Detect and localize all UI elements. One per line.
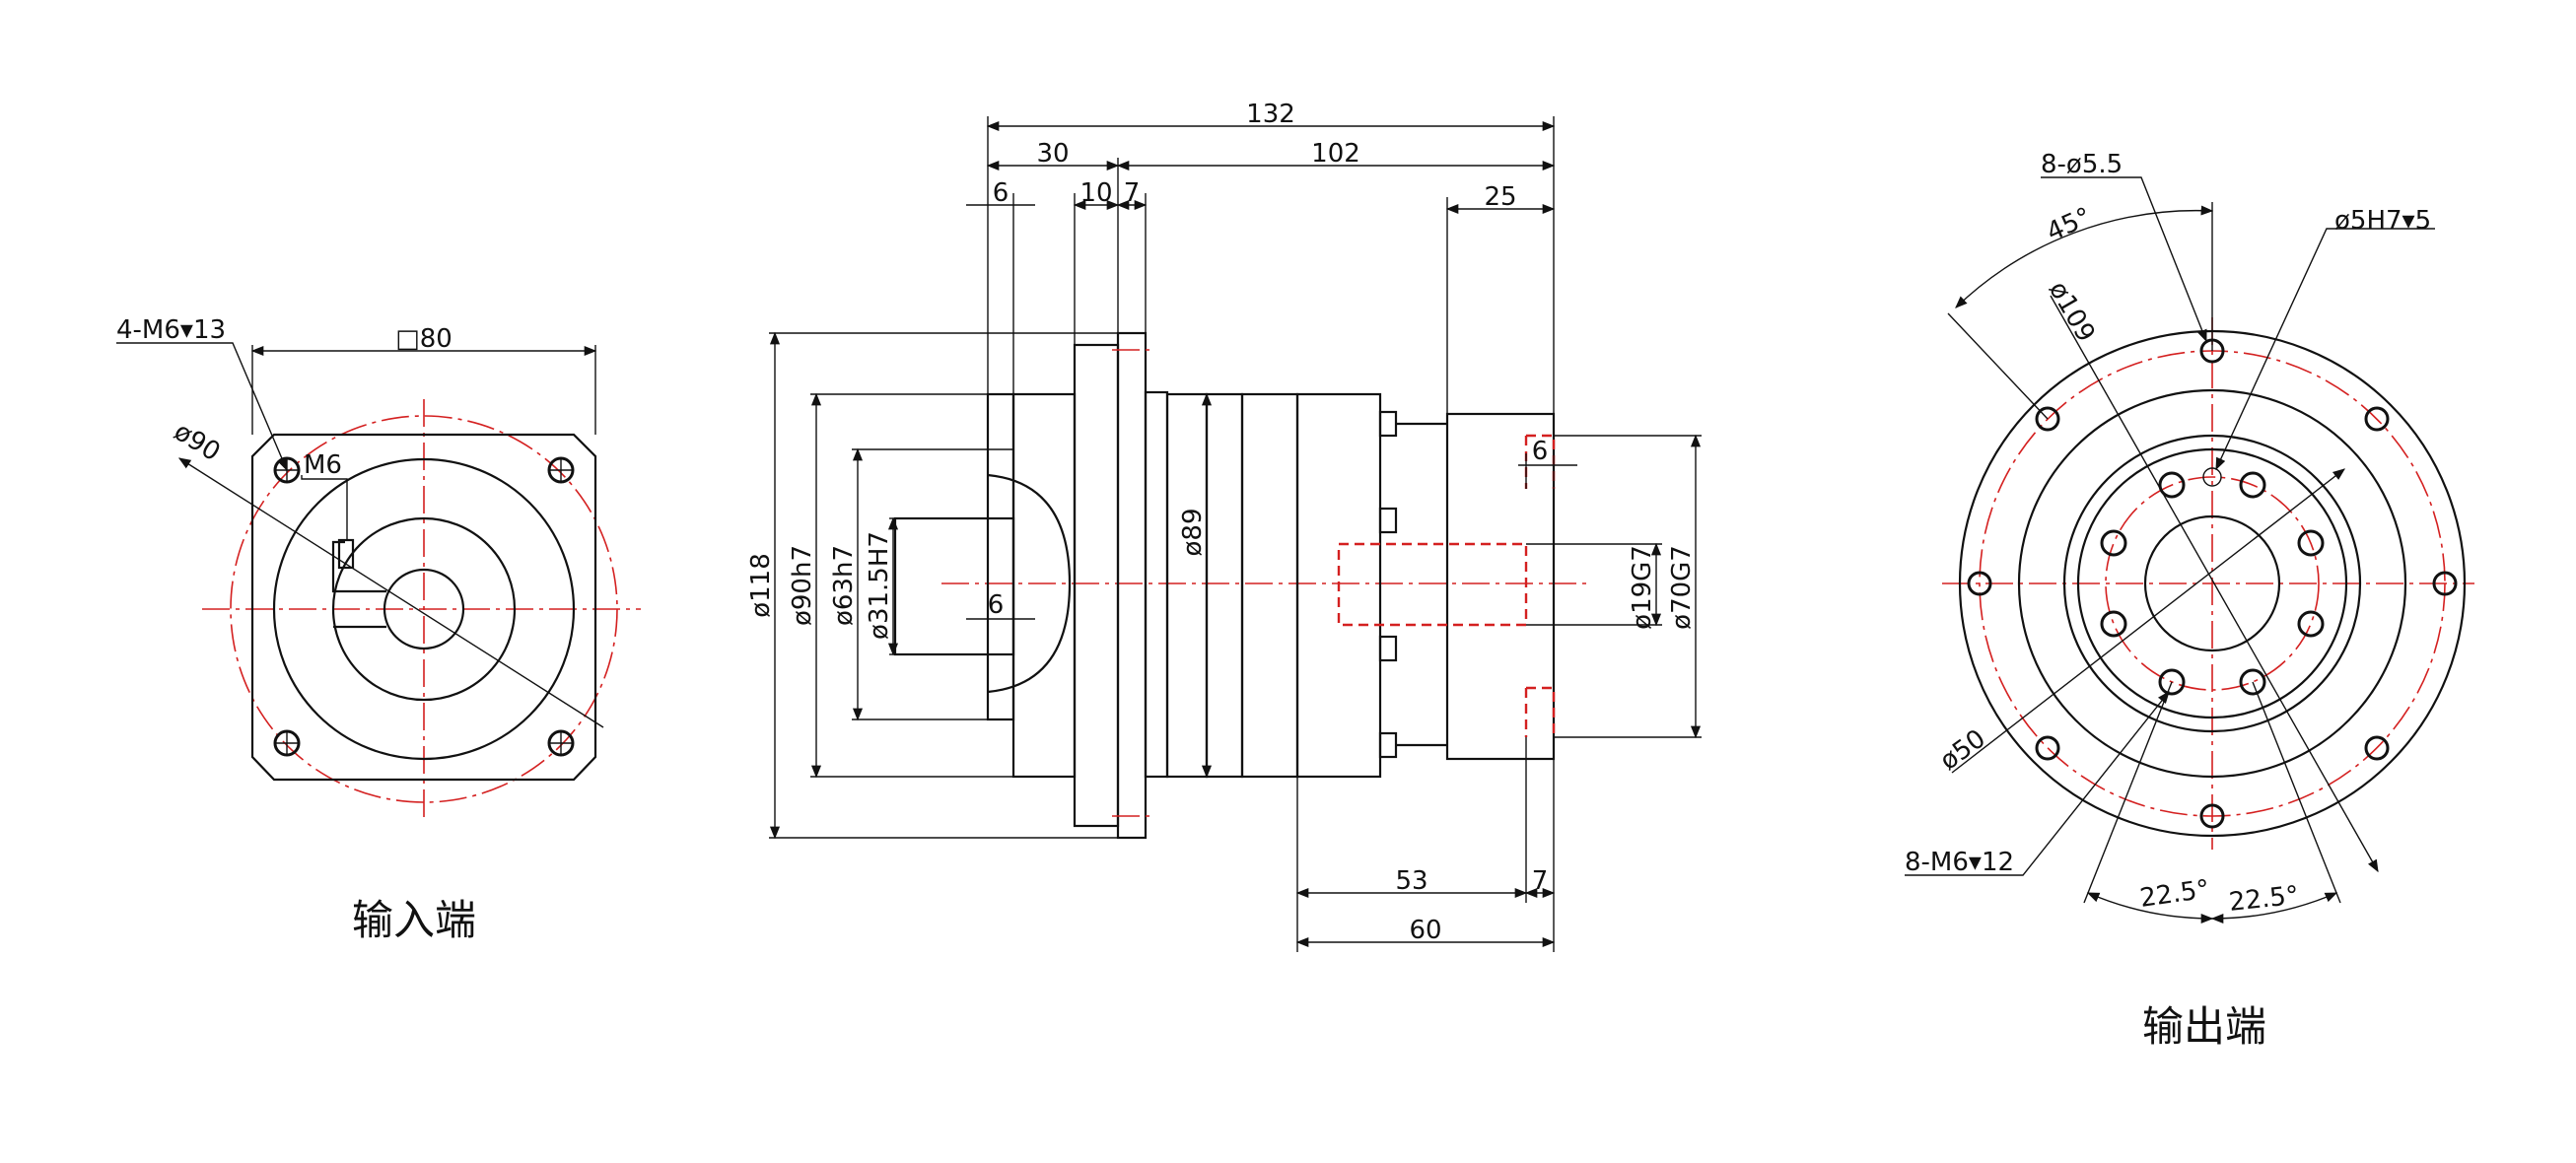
side-dia-19: ø19G7 [1628,545,1657,630]
side-bolt-3 [1378,635,1398,662]
side-key-width: 6 [1532,437,1549,466]
output-hole-callout: 8-ø5.5 [2041,150,2123,179]
side-housing-step [1144,390,1169,779]
side-housing-stage-2 [1205,392,1244,779]
output-pilot-circle [2062,434,2362,733]
side-dim-10: 10 [1079,178,1112,208]
output-face-circle [2076,447,2348,719]
output-inner-pitch-circle [2105,476,2320,691]
output-end-view: 45° 8-ø5.5 ø5H7▾5 ø109 ø50 8-M6▾12 22.5°… [1905,150,2474,1051]
side-dim-60: 60 [1409,916,1441,945]
input-bore-circle-mid [331,516,517,702]
side-dim-7-bottom: 7 [1532,866,1549,896]
output-pcd-109: ø109 [2043,277,2101,348]
output-dia-50: ø50 [1934,724,1990,777]
side-housing-stage-3 [1240,392,1299,779]
side-bolt-4 [1378,731,1398,759]
output-outer-holes [1967,338,2458,829]
side-housing-stage-4 [1295,392,1382,779]
side-dia-90: ø90h7 [788,545,817,626]
output-angle-left-arc [2086,892,2214,924]
side-housing-stage-1 [1165,392,1209,779]
output-flange-step [2017,388,2407,779]
input-square-flange [250,433,597,782]
input-bore-circle-outer [272,457,576,761]
side-bolt-2 [1378,507,1398,534]
side-dim-7-top: 7 [1124,178,1141,208]
side-output-length: 25 [1484,182,1516,212]
output-inner-threaded-holes [2100,471,2325,696]
output-pin-callout: ø5H7▾5 [2334,206,2431,236]
side-plate-thickness: 6 [993,178,1010,208]
side-bolt-1 [1378,410,1398,438]
output-angle-right: 22.5° [2228,881,2301,918]
side-input-plate [986,392,1015,721]
output-center-bore [2143,514,2281,652]
input-thread-label: M6 [304,450,342,480]
side-section-view: ø118 ø90h7 ø63h7 ø31.5H7 ø89 ø19G7 ø70G7… [746,100,1702,952]
side-input-bore [893,516,1015,656]
output-thread-callout: 8-M6▾12 [1905,848,2014,877]
input-pitch-circle [230,415,618,803]
output-angle-right-arc [2210,892,2338,924]
input-set-screw [337,538,355,570]
side-dia-118: ø118 [746,553,776,618]
side-adapter-body [1011,392,1077,779]
side-dim-53: 53 [1395,866,1427,896]
side-dia-31-5: ø31.5H7 [865,531,894,640]
input-hole-callout: 4-M6▾13 [116,315,226,345]
side-input-depth: 6 [988,590,1005,620]
input-end-view: □80 4-M6▾13 ø90 M6 输入端 [116,315,641,944]
output-angle-45-arc [1955,205,2214,308]
side-total-length: 132 [1246,100,1295,129]
side-dia-89: ø89 [1178,509,1208,557]
side-dia-70: ø70G7 [1667,545,1697,630]
input-pcd-label: ø90 [169,417,225,467]
output-pin-hole [2202,467,2222,487]
output-end-caption: 输出端 [2142,1002,2266,1051]
input-square-size: □80 [395,324,453,354]
side-output-pilot-hidden [1524,434,1556,737]
output-angle-45: 45° [2043,202,2096,247]
input-end-caption: 输入端 [352,896,476,944]
side-output-bore-hidden [1337,542,1528,627]
side-main-flange [1116,331,1148,840]
side-coupling-curve [987,473,1072,694]
input-shaft-circle [383,568,465,650]
side-output-flange [1445,412,1556,761]
side-adapter-flange-left [1073,343,1120,828]
side-body-length: 102 [1311,139,1360,169]
side-flange-length: 30 [1036,139,1069,169]
side-dia-63: ø63h7 [829,545,859,626]
output-angle-left: 22.5° [2138,874,2211,914]
